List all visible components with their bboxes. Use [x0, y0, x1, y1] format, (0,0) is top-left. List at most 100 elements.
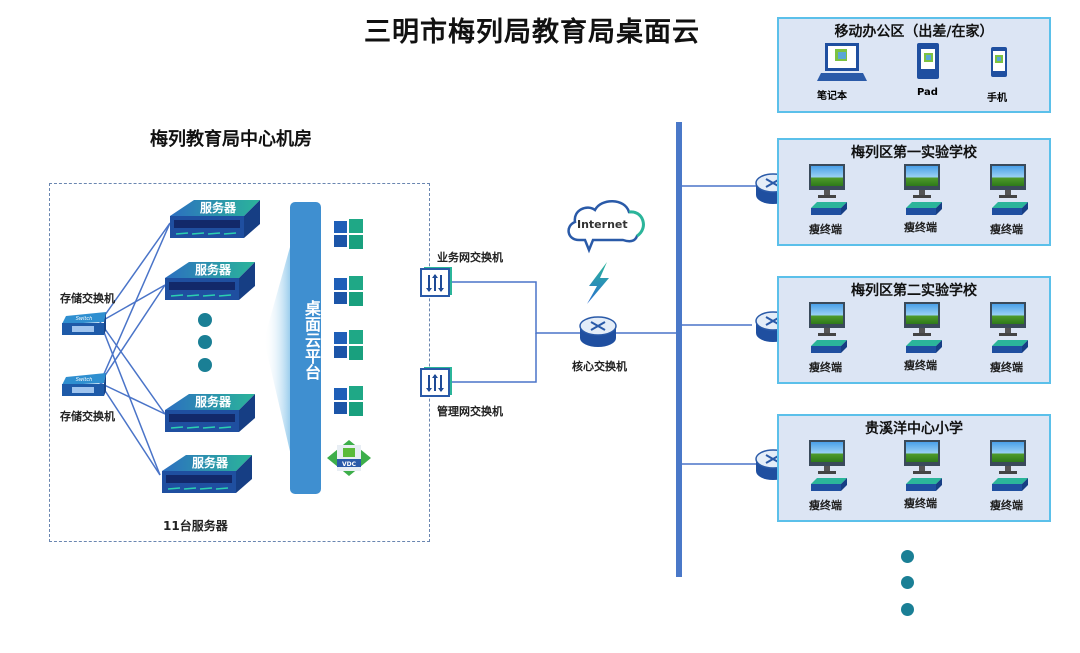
diagram-title-text: 三明市梅列局教育局桌面云	[364, 17, 700, 48]
link-storage1-server3	[99, 321, 166, 415]
thin-client-icon	[990, 440, 1028, 491]
thin-client-icon	[809, 440, 847, 491]
windows-vm-icon[interactable]	[334, 386, 364, 416]
server-icon	[165, 394, 255, 432]
platform-beam	[264, 240, 292, 460]
server-label: 服务器	[192, 456, 229, 470]
school-title: 贵溪洋中心小学	[865, 421, 963, 437]
thin-client-icon	[809, 164, 847, 215]
internet-label: Internet	[577, 218, 628, 231]
link-storage1-server1	[99, 222, 171, 323]
phone-icon[interactable]	[991, 47, 1007, 77]
diagram-title: 三明市梅列局教育局桌面云	[0, 10, 1080, 49]
ellipsis-dot	[901, 550, 914, 563]
storage-switch-icon[interactable]: Switch	[60, 371, 108, 397]
ellipsis-dot	[901, 576, 914, 589]
desktop-cloud-platform[interactable]: 桌面云平台	[290, 202, 321, 494]
thin-client-icon	[904, 440, 942, 491]
datacenter-title: 梅列教育局中心机房	[150, 129, 312, 150]
storage-switch-label-2: 存储交换机	[60, 410, 115, 423]
management-switch-label: 管理网交换机	[437, 405, 503, 418]
link-management-core	[452, 333, 537, 383]
thin-client-icon	[990, 302, 1028, 353]
windows-vm-icon[interactable]	[334, 219, 364, 249]
business-switch-label: 业务网交换机	[437, 251, 503, 264]
server[interactable]: 服务器	[168, 198, 262, 244]
link-storage2-server2	[99, 284, 166, 384]
datacenter-boundary	[49, 183, 430, 542]
switch-badge: Switch	[76, 316, 93, 322]
school-zone: 贵溪洋中心小学 瘦终端 瘦终端 瘦终端	[777, 414, 1051, 522]
school-title: 梅列区第一实验学校	[851, 145, 977, 161]
device-label-phone: 手机	[987, 93, 1007, 104]
thin-client[interactable]	[902, 440, 942, 500]
link-storage2-server4	[99, 382, 161, 476]
device-label-pad: Pad	[917, 87, 938, 98]
thin-client-label: 瘦终端	[904, 359, 937, 372]
link-storage2-server3	[99, 382, 166, 415]
thin-client-label: 瘦终端	[809, 499, 842, 512]
storage-switch-label-1: 存储交换机	[60, 292, 115, 305]
core-switch-icon[interactable]	[578, 314, 618, 350]
ellipsis-dot	[901, 603, 914, 616]
mobile-zone-title: 移动办公区（出差/在家）	[834, 24, 994, 40]
thin-client[interactable]	[807, 164, 847, 224]
backbone-bus	[676, 122, 682, 577]
link-storage1-server4	[99, 321, 161, 476]
server[interactable]: 服务器	[160, 453, 254, 499]
management-switch-icon[interactable]	[420, 367, 453, 397]
server-icon	[162, 455, 252, 493]
vdc-label: VDC	[342, 461, 357, 468]
server-label: 服务器	[200, 201, 237, 215]
school-zone: 梅列区第一实验学校 瘦终端 瘦终端 瘦终端	[777, 138, 1051, 246]
laptop-icon[interactable]	[817, 43, 867, 83]
server[interactable]: 服务器	[163, 392, 257, 438]
thin-client-icon	[990, 164, 1028, 215]
mobile-office-zone: 移动办公区（出差/在家） 笔记本 Pad 手机	[777, 17, 1051, 113]
thin-client-label: 瘦终端	[809, 361, 842, 374]
lightning-icon	[587, 262, 609, 304]
internet-cloud[interactable]: Internet	[563, 196, 649, 260]
server-label: 服务器	[195, 263, 232, 277]
cloud-icon	[567, 200, 645, 254]
vdc-icon[interactable]: VDC	[327, 440, 371, 476]
server[interactable]: 服务器	[163, 260, 257, 306]
thin-client-label: 瘦终端	[990, 223, 1023, 236]
school-title: 梅列区第二实验学校	[851, 283, 977, 299]
ellipsis-dot	[198, 313, 212, 327]
thin-client-icon	[904, 302, 942, 353]
server-icon	[170, 200, 260, 238]
server-count-label: 11台服务器	[163, 519, 228, 533]
thin-client[interactable]	[988, 164, 1028, 224]
thin-client-label: 瘦终端	[904, 221, 937, 234]
thin-client-label: 瘦终端	[904, 497, 937, 510]
school-zone: 梅列区第二实验学校 瘦终端 瘦终端 瘦终端	[777, 276, 1051, 384]
ellipsis-dot	[198, 335, 212, 349]
business-switch-icon[interactable]	[420, 267, 453, 297]
thin-client[interactable]	[902, 302, 942, 362]
windows-vm-icon[interactable]	[334, 330, 364, 360]
server-label: 服务器	[195, 395, 232, 409]
thin-client[interactable]	[988, 440, 1028, 500]
storage-switch-icon[interactable]: Switch	[60, 310, 108, 336]
thin-client[interactable]	[988, 302, 1028, 362]
ellipsis-dot	[198, 358, 212, 372]
thin-client-icon	[904, 164, 942, 215]
thin-client-label: 瘦终端	[990, 499, 1023, 512]
thin-client-label: 瘦终端	[809, 223, 842, 236]
thin-client[interactable]	[902, 164, 942, 224]
device-label-laptop: 笔记本	[817, 91, 847, 102]
core-switch-label: 核心交换机	[572, 360, 627, 373]
thin-client-icon	[809, 302, 847, 353]
thin-client[interactable]	[807, 440, 847, 500]
switch-badge: Switch	[76, 377, 93, 383]
link-storage2-server1	[99, 222, 171, 384]
thin-client-label: 瘦终端	[990, 361, 1023, 374]
server-icon	[165, 262, 255, 300]
tablet-icon[interactable]	[917, 43, 939, 79]
link-storage1-server2	[99, 284, 166, 323]
link-business-core	[452, 281, 582, 334]
thin-client[interactable]	[807, 302, 847, 362]
windows-vm-icon[interactable]	[334, 276, 364, 306]
